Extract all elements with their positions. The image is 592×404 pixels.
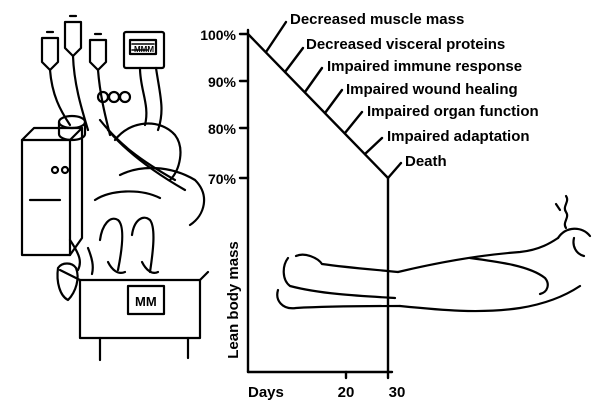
tubing-icon [98,92,185,190]
monitor-screen-text: MMM [134,45,154,54]
x-tick-label-20: 20 [338,384,355,401]
consequence-label-7: Death [405,153,447,170]
consequence-tick-4 [325,90,342,113]
x-tick-label-30: 30 [389,384,406,401]
mass-decline-figure [240,22,401,378]
consequence-tick-5 [345,112,362,133]
consequence-label-2: Decreased visceral proteins [306,36,505,53]
x-axis-title: Days [248,384,284,401]
consequence-label-4: Impaired wound healing [346,81,518,98]
y-tick-label-90: 90% [208,74,237,90]
consequence-label-3: Impaired immune response [327,58,522,75]
consequence-label-1: Decreased muscle mass [290,11,464,28]
bed-sign-text: MM [135,294,157,309]
consequence-label-6: Impaired adaptation [387,128,530,145]
consequence-tick-1 [266,22,286,52]
reclining-patient-illustration [277,196,590,311]
consequence-tick-7 [388,163,401,178]
consequence-label-5: Impaired organ function [367,103,539,120]
patient-icon [95,124,204,273]
machine-icon [22,116,85,255]
consequence-tick-3 [305,68,322,92]
y-tick-label-100: 100% [200,27,236,43]
y-tick-label-70: 70% [208,171,237,187]
hospital-bed-icon [57,240,208,360]
y-axis-title: Lean body mass [225,241,242,359]
consequence-tick-2 [285,48,303,72]
y-tick-label-80: 80% [208,121,237,137]
consequence-tick-6 [365,138,382,154]
icu-patient-illustration [22,16,208,360]
